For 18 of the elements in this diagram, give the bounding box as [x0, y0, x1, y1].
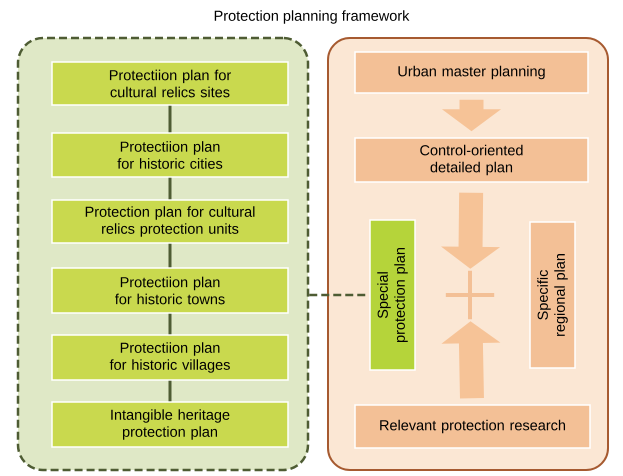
plan-box: Specific regional plan	[529, 221, 576, 369]
connector-line	[168, 106, 172, 132]
plan-box: Urban master planning	[354, 51, 589, 94]
plan-box: Intangible heritage protection plan	[51, 401, 289, 448]
plan-box: Protectiion plan for cultural relics sites	[51, 61, 289, 106]
connector-line	[168, 178, 172, 200]
plan-box: Protection plan for cultural relics protection units	[51, 199, 289, 244]
plus-sign	[444, 268, 496, 322]
plan-box: Relevant protection research	[354, 404, 591, 449]
plan-box: Control-oriented detailed plan	[354, 137, 589, 183]
plan-box: Protectiion plan for historic cities	[51, 132, 289, 178]
connector-line	[168, 244, 172, 268]
connector-line	[168, 314, 172, 334]
title: Protection planning framework	[214, 10, 410, 24]
plan-box: Protectiion plan for historic towns	[51, 267, 289, 314]
plan-box: Special protection plan	[369, 219, 416, 371]
connector-line	[168, 380, 172, 402]
plan-box: Protectiion plan for historic villages	[51, 334, 289, 381]
